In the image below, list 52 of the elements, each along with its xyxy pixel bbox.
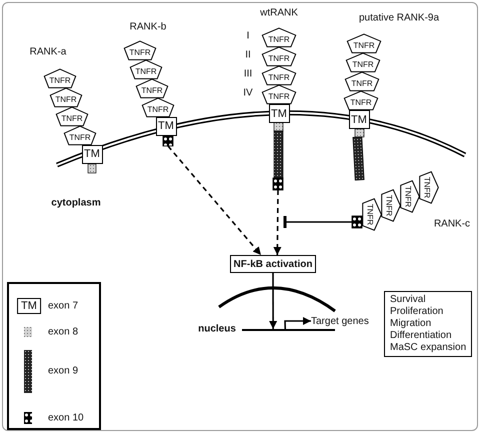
dashed-arrow <box>273 190 282 255</box>
tnfr-domain-pentagon: TNFR <box>50 88 82 106</box>
exon-10-segment <box>352 216 362 228</box>
arrow <box>284 317 311 330</box>
isoform-label: RANK-a <box>30 46 66 58</box>
tnfr-domain-pentagon: TNFR <box>124 40 156 60</box>
isoform-label: RANK-c <box>434 218 470 230</box>
tnfr-domain-pentagon: TNFR <box>130 60 162 78</box>
domain-numeral: II <box>245 50 251 60</box>
tnfr-domain-pentagon: TNFR <box>362 198 382 230</box>
tnfr-domain-pentagon: TNFR <box>347 34 381 52</box>
exon-10-segment <box>273 178 283 190</box>
legend-text: exon 8 <box>48 326 78 338</box>
gene-line <box>242 329 334 331</box>
isoform-label: RANK-b <box>130 22 166 32</box>
compartment-label: cytoplasm <box>51 198 101 208</box>
tnfr-domain-pentagon: TNFR <box>262 66 296 84</box>
exon-10-segment <box>163 136 173 146</box>
transmembrane-box: TM <box>348 110 370 129</box>
tnfr-domain-pentagon: TNFR <box>400 180 420 212</box>
domain-numeral: IV <box>243 88 253 98</box>
legend-text: exon 7 <box>48 300 78 312</box>
isoform-label: wtRANK <box>260 8 298 18</box>
tnfr-domain-pentagon: TNFR <box>420 171 438 203</box>
tnfr-domain-pentagon: TNFR <box>64 126 96 144</box>
tnfr-domain-pentagon: TNFR <box>142 98 174 116</box>
tnfr-domain-pentagon: TNFR <box>262 28 296 46</box>
transmembrane-box: TM <box>156 116 176 136</box>
domain-numeral: III <box>244 68 252 80</box>
tnfr-domain-pentagon: TNFR <box>345 72 379 90</box>
compartment-label: nucleus <box>198 324 236 334</box>
tnfr-domain-pentagon: TNFR <box>382 189 400 221</box>
tnfr-domain-pentagon: TNFR <box>262 84 296 104</box>
tnfr-domain-pentagon: TNFR <box>56 106 88 126</box>
tnfr-domain-pentagon: TNFR <box>136 78 168 98</box>
domain-numeral: I <box>246 30 250 42</box>
tnfr-domain-pentagon: TNFR <box>44 68 76 88</box>
process-box: NF-kB activation <box>230 255 316 273</box>
legend-text: exon 10 <box>48 412 84 424</box>
tnfr-domain-pentagon: TNFR <box>344 90 378 110</box>
arrow <box>269 273 278 329</box>
legend-text: exon 9 <box>48 366 78 376</box>
isoform-label: putative RANK-9a <box>358 12 440 24</box>
inhibition-line <box>284 216 352 228</box>
tnfr-domain-pentagon: TNFR <box>346 52 380 72</box>
outcome-list-box: Survival Proliferation Migration Differentiation MaSC expansion <box>384 291 472 357</box>
dashed-arrow <box>167 145 262 256</box>
transmembrane-box: TM <box>82 144 102 164</box>
transmembrane-box: TM <box>268 104 290 123</box>
tnfr-domain-pentagon: TNFR <box>262 46 296 66</box>
gene-label: Target genes <box>311 314 381 328</box>
legend-tm-sample: TM <box>17 298 41 314</box>
